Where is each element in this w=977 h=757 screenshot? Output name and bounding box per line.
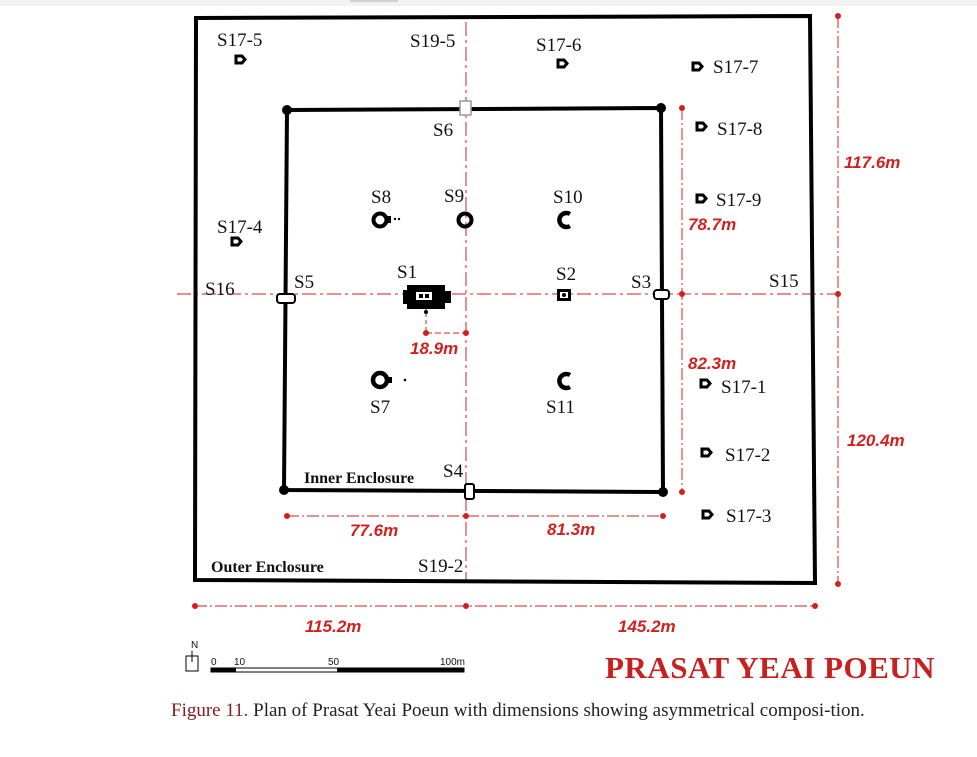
structure-labels: S17-5 S19-5 S17-6 S17-7 S6 S17-8 S8 S9 S… — [205, 30, 799, 577]
inner-enclosure-corners — [279, 103, 668, 497]
label-s17-3: S17-3 — [726, 506, 771, 527]
scale-10: 10 — [234, 657, 246, 668]
shrine-s17-9 — [695, 193, 708, 204]
shrine-s17-3 — [701, 509, 714, 520]
tower-s9 — [456, 211, 474, 229]
label-s11: S11 — [546, 397, 575, 418]
dim-120-4: 120.4m — [847, 431, 905, 450]
dim-117-6: 117.6m — [844, 153, 900, 172]
label-s17-1: S17-1 — [721, 377, 766, 398]
dim-145-2: 145.2m — [618, 617, 676, 636]
dimension-labels: 117.6m 78.7m 18.9m 82.3m 120.4m 77.6m 81… — [305, 153, 905, 636]
north-arrow: N — [185, 640, 199, 672]
shrine-s17-5 — [234, 54, 247, 65]
site-plan: S17-5 S19-5 S17-6 S17-7 S6 S17-8 S8 S9 S… — [177, 13, 935, 685]
gate-s3 — [653, 289, 670, 300]
dim-82-3: 82.3m — [688, 354, 736, 373]
shrine-s17-4 — [230, 236, 243, 247]
dim-78-7: 78.7m — [688, 215, 736, 234]
label-s17-8: S17-8 — [717, 119, 762, 140]
label-inner-enclosure: Inner Enclosure — [304, 470, 414, 487]
satellite-shrines — [230, 54, 714, 520]
label-s3: S3 — [631, 272, 651, 293]
figure-caption: Figure 11. Plan of Prasat Yeai Poeun wit… — [171, 697, 931, 725]
scale-0: 0 — [211, 657, 217, 668]
label-s5: S5 — [294, 272, 314, 293]
label-s17-5: S17-5 — [217, 30, 262, 51]
tower-s7 — [370, 370, 407, 390]
label-s19-5: S19-5 — [410, 31, 455, 52]
label-s15: S15 — [769, 271, 799, 292]
shrine-s17-1 — [699, 378, 712, 389]
scale-bar: 0 10 50 100m — [210, 657, 465, 673]
tower-s10 — [557, 210, 572, 230]
tower-s11 — [557, 371, 572, 391]
scale-100m: 100m — [440, 657, 465, 668]
gate-s6 — [459, 100, 472, 116]
label-s6: S6 — [433, 120, 453, 141]
scale-50: 50 — [328, 657, 340, 668]
dimension-lines — [192, 13, 841, 609]
label-s17-2: S17-2 — [725, 445, 770, 466]
shrine-s17-7 — [691, 61, 704, 72]
figure-label: Figure 11. — [171, 700, 249, 721]
dim-81-3: 81.3m — [547, 520, 595, 539]
label-s16: S16 — [205, 279, 235, 300]
label-outer-enclosure: Outer Enclosure — [211, 559, 324, 576]
label-s4: S4 — [443, 461, 464, 482]
gate-s4 — [464, 483, 475, 500]
tower-s1 — [403, 285, 451, 314]
shrine-s17-8 — [695, 121, 708, 132]
tower-s8 — [371, 211, 401, 229]
label-s7: S7 — [370, 397, 390, 418]
label-s10: S10 — [553, 187, 583, 208]
dim-18-9: 18.9m — [410, 339, 458, 358]
label-s17-4: S17-4 — [217, 217, 263, 238]
top-bar — [0, 0, 977, 6]
label-s8: S8 — [371, 187, 391, 208]
dim-77-6: 77.6m — [350, 521, 398, 540]
tower-s2 — [557, 289, 571, 301]
caption-text: Plan of Prasat Yeai Poeun with dimension… — [248, 700, 865, 721]
dim-115-2: 115.2m — [305, 617, 361, 636]
plan-title: PRASAT YEAI POEUN — [605, 650, 935, 685]
label-s17-7: S17-7 — [713, 57, 758, 78]
top-bar-tab — [350, 0, 398, 2]
label-s17-6: S17-6 — [536, 35, 581, 56]
label-s9: S9 — [444, 186, 464, 207]
shrine-s17-2 — [700, 447, 713, 458]
outer-enclosure-wall — [192, 13, 818, 586]
gate-s5 — [276, 293, 296, 304]
north-label: N — [191, 640, 198, 651]
label-s19-2: S19-2 — [418, 556, 463, 577]
inner-enclosure-wall — [281, 105, 666, 495]
shrine-s17-6 — [556, 58, 569, 69]
gates — [276, 100, 670, 500]
label-s1: S1 — [397, 262, 417, 283]
label-s2: S2 — [556, 264, 576, 285]
label-s17-9: S17-9 — [716, 190, 761, 211]
